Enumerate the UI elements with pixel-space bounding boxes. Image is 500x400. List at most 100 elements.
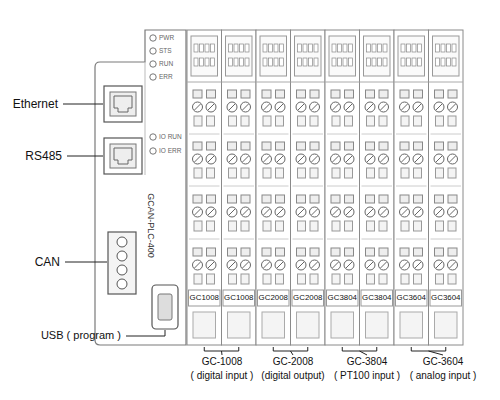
terminal-screw [413,154,423,164]
header-pin [240,58,244,66]
terminal-screw [275,102,285,112]
terminal-slot [193,142,202,150]
ethernet-notch [114,96,132,112]
screw-slot [277,104,283,110]
leader-lines [63,104,165,336]
header-pin [418,44,422,52]
terminal-slot [276,248,285,256]
terminal-opening [194,274,202,284]
terminal-opening [332,116,340,126]
terminal-opening [414,116,422,126]
header-pin [452,44,456,52]
terminal-slot [366,248,375,256]
terminal-slot [448,90,457,98]
terminal-screw [365,102,375,112]
terminal-screw [344,102,354,112]
terminal-slot [331,248,340,256]
header-pin [303,44,307,52]
screw-slot [208,104,214,110]
terminal-opening [401,274,409,284]
pair-bracket [204,347,239,351]
header-pin [229,44,233,52]
terminal-opening [229,116,237,126]
bracket-stem [429,351,444,355]
row-divider [224,134,255,135]
terminal-screw [193,207,203,217]
terminal-opening [310,274,318,284]
terminal-screw [379,154,389,164]
terminal-slot [228,142,237,150]
terminal-opening [263,221,271,231]
terminal-opening [345,221,353,231]
terminal-screw [331,207,341,217]
screw-slot [402,156,408,162]
terminal-slot [345,90,354,98]
terminal-screw [241,102,251,112]
screw-slot [415,156,421,162]
row-divider [293,186,324,187]
screw-slot [333,104,339,110]
label-plate [189,290,221,306]
terminal-opening [241,168,249,178]
terminal-slot [228,248,237,256]
io-module: GC3804 [325,30,360,345]
screw-slot [264,209,270,215]
terminal-slot [379,195,388,203]
terminal-screw [262,260,272,270]
screw-slot [436,209,442,215]
terminal-opening [448,221,456,231]
row-divider [327,186,358,187]
terminal-screw [331,102,341,112]
module-function: ( digital input ) [191,370,254,382]
label-plate [396,290,428,306]
led-label: RUN [159,60,173,68]
header-pin [401,44,405,52]
terminal-opening [263,274,271,284]
terminal-screw [448,260,458,270]
terminal-slot [400,248,409,256]
card-divider [256,82,291,83]
terminal-screw [400,154,410,164]
terminal-opening [401,221,409,231]
header-pin [407,58,411,66]
screw-slot [402,209,408,215]
header-pin [383,58,387,66]
screw-slot [277,209,283,215]
header-pin [401,58,405,66]
header-pin [205,58,209,66]
module-function: ( analog input ) [410,370,477,382]
terminal-slot [435,195,444,203]
screw-slot [243,209,249,215]
port-label: CAN [35,255,60,269]
terminal-opening [345,274,353,284]
ethernet-jack [110,92,136,116]
screw-slot [298,262,304,268]
header-pin [349,44,353,52]
screw-slot [381,262,387,268]
terminal-opening [436,274,444,284]
module-card [187,30,222,345]
module-card [325,30,360,345]
terminal-opening [367,168,375,178]
io-module: GC3804 [360,30,395,345]
leader-line [126,330,165,336]
module-type: GC-3804 [347,356,388,368]
header-pin [200,44,204,52]
terminal-opening [229,274,237,284]
header-pin [343,44,347,52]
terminal-slot [435,248,444,256]
terminal-screw [448,154,458,164]
header-pin [412,44,416,52]
terminal-slot [331,195,340,203]
card-divider [429,82,464,83]
led [150,148,156,154]
terminal-screw [365,154,375,164]
terminal-screw [379,207,389,217]
card-divider [325,82,360,83]
terminal-slot [366,195,375,203]
card-divider [222,82,257,83]
terminal-slot [331,142,340,150]
label-plate [327,290,359,306]
terminal-screw [275,154,285,164]
row-divider [396,186,427,187]
